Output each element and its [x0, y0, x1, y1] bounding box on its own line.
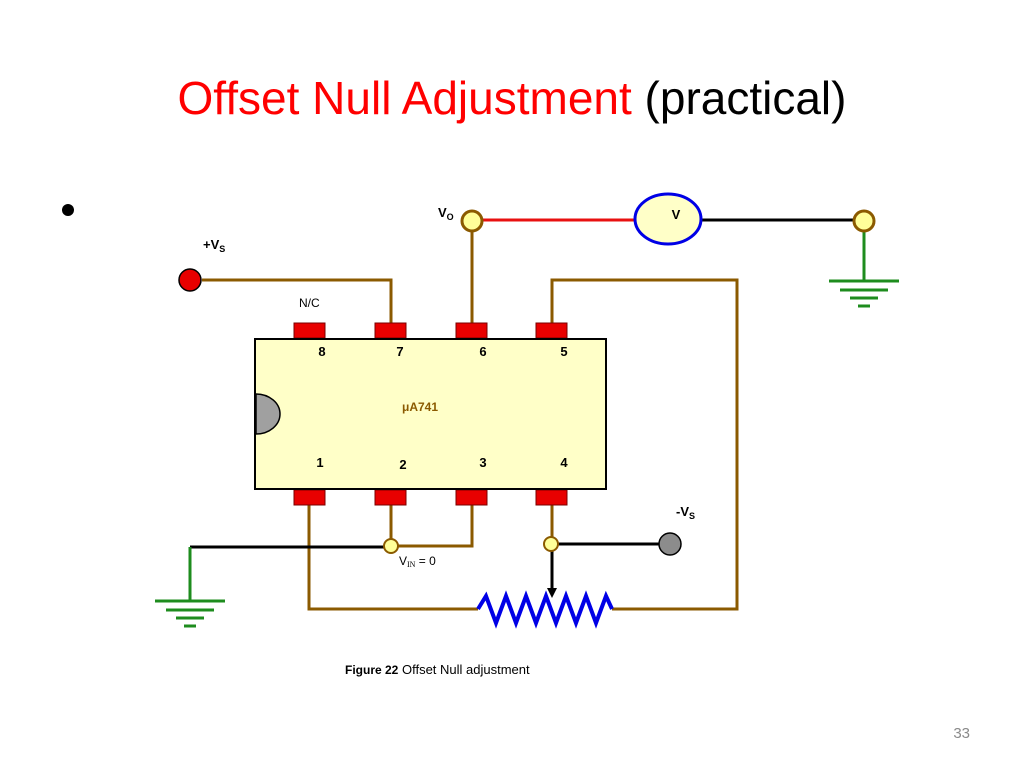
vplus-terminal-icon — [178, 268, 202, 292]
title-main: Offset Null Adjustment — [177, 72, 632, 124]
pin-3-pad — [455, 489, 488, 506]
pin-number-5: 5 — [560, 344, 567, 359]
wire-pin1-to-pot — [307, 505, 478, 611]
ground-symbol-top-right — [829, 230, 899, 308]
potentiometer-icon — [476, 590, 614, 629]
wire-vplus-to-pin7 — [202, 278, 393, 323]
chip-label: μA741 — [402, 400, 438, 414]
vin-label-sub: IN — [407, 560, 416, 569]
caption-text: Offset Null adjustment — [398, 662, 530, 677]
vo-label-main: V — [438, 205, 447, 220]
pin-4-pad — [535, 489, 568, 506]
vminus-label: -VS — [676, 504, 695, 521]
pin-number-2: 2 — [399, 457, 406, 472]
vin-label: VIN = 0 — [399, 554, 436, 569]
chip-label-text: A741 — [409, 400, 438, 414]
pin-number-1: 1 — [316, 455, 323, 470]
pin-number-8: 8 — [318, 344, 325, 359]
pin-7-pad — [374, 322, 407, 339]
vminus-terminal-icon — [658, 532, 682, 556]
title-suffix: (practical) — [644, 72, 847, 124]
vo-terminal-icon — [460, 209, 484, 233]
pin-8-pad — [293, 322, 326, 339]
pin-number-4: 4 — [560, 455, 568, 470]
caption-figure-number: Figure 22 — [345, 663, 399, 677]
pin-6-pad — [455, 322, 488, 339]
vminus-label-main: -V — [676, 504, 689, 519]
vo-label: VO — [438, 205, 454, 222]
ground-symbol-bottom-left — [155, 547, 225, 628]
chip-label-mu: μ — [402, 400, 409, 414]
vo-label-sub: O — [447, 212, 454, 222]
pin-number-7: 7 — [396, 344, 403, 359]
figure-caption: Figure 22 Offset Null adjustment — [345, 662, 530, 677]
wire-pin5-to-pot — [550, 278, 739, 611]
vin-label-main: V — [399, 554, 407, 568]
pin4-junction-icon — [543, 536, 559, 552]
black-wires — [190, 218, 856, 590]
chip-notch — [255, 393, 281, 435]
nc-label: N/C — [299, 296, 320, 310]
vin-junction-icon — [383, 538, 399, 554]
voltmeter-label: V — [672, 207, 681, 222]
vplus-label-sub: S — [219, 244, 225, 254]
pin-number-6: 6 — [479, 344, 486, 359]
vplus-label-main: +V — [203, 237, 220, 252]
pin-2-pad — [374, 489, 407, 506]
vin-label-rest: = 0 — [415, 554, 436, 568]
wire-pin3 — [397, 505, 474, 548]
pin-5-pad — [535, 322, 568, 339]
pin-1-pad — [293, 489, 326, 506]
ground-terminal-icon — [852, 209, 876, 233]
vminus-label-sub: S — [689, 511, 695, 521]
page-number: 33 — [953, 725, 970, 742]
chip-pins — [293, 322, 568, 506]
ic-chip-body — [254, 338, 607, 490]
bullet-point — [62, 204, 74, 216]
voltmeter-icon — [633, 192, 703, 246]
slide-title: Offset Null Adjustment (practical) — [0, 68, 1024, 128]
vplus-label: +VS — [203, 237, 225, 254]
pin-number-3: 3 — [479, 455, 486, 470]
wiper-arrow — [547, 588, 557, 598]
pin-numbers: 8 7 6 5 1 2 3 4 — [316, 344, 568, 472]
